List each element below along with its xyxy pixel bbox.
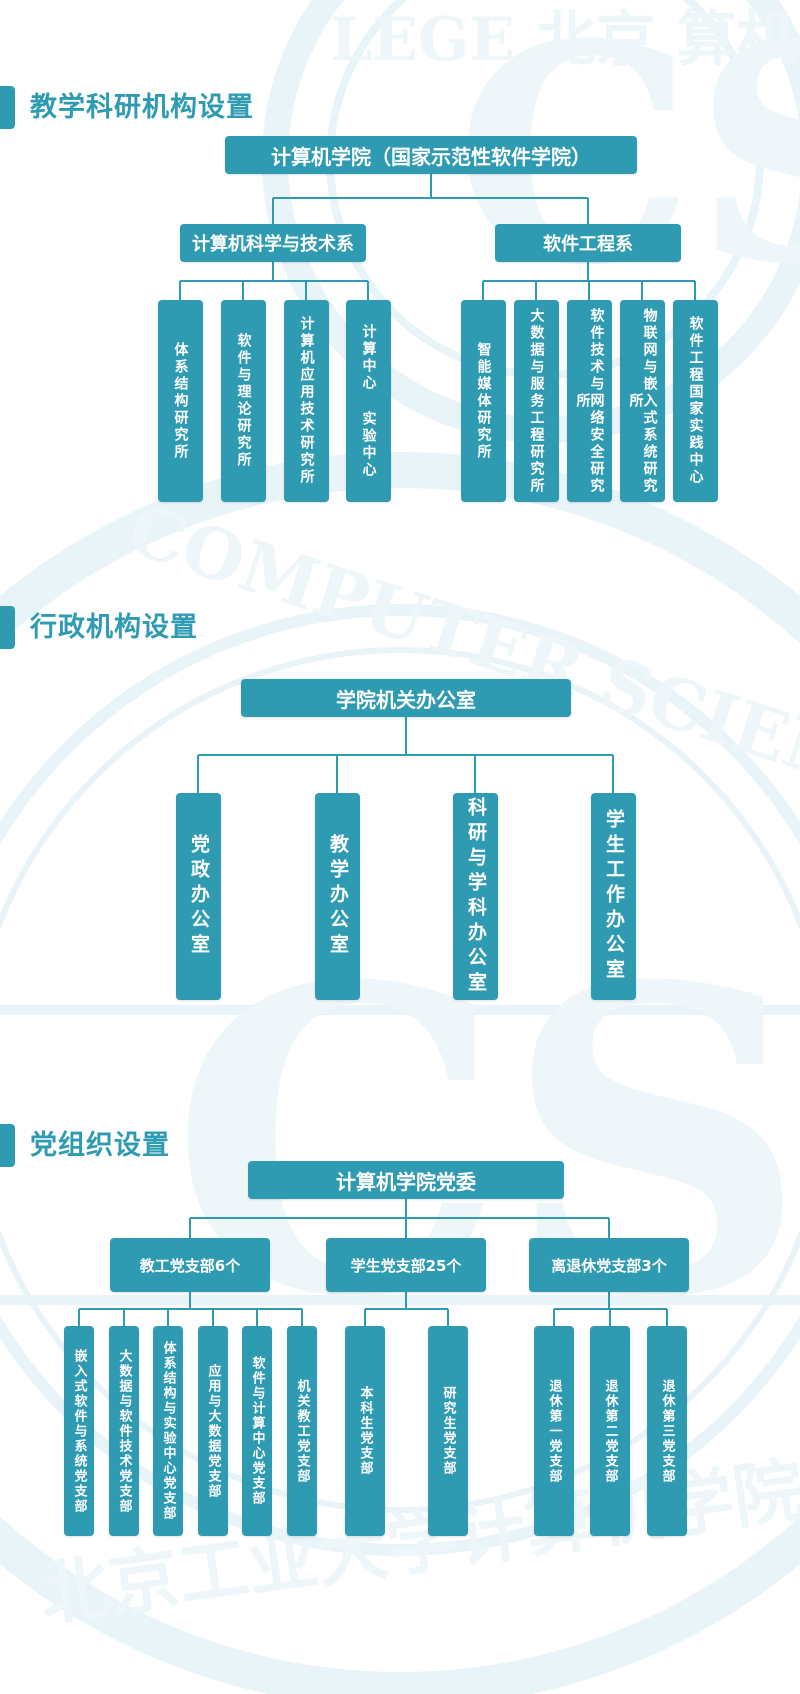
admin-root-node: 学院机关办公室 xyxy=(241,679,571,717)
unit-architecture-institute: 体系结构研究所 xyxy=(158,300,203,502)
section-title-teaching: 教学科研机构设置 xyxy=(30,92,254,123)
branch-faculty-party: 教工党支部6个 xyxy=(110,1238,270,1292)
unit-research-office: 科研与学科办公室 xyxy=(453,793,498,1000)
branch-retiree-party: 离退休党支部3个 xyxy=(529,1238,689,1292)
unit-big-data-institute: 大数据与服务工程研究所 xyxy=(514,300,559,502)
section-title-party: 党组织设置 xyxy=(30,1130,170,1161)
unit-party-admin-office: 党政办公室 xyxy=(176,793,221,1000)
unit-smart-media-institute: 智能媒体研究所 xyxy=(461,300,506,502)
party-root-node: 计算机学院党委 xyxy=(248,1161,564,1199)
section-marker xyxy=(0,606,15,649)
unit-retiree-third-party-branch: 退休第三党支部 xyxy=(647,1326,687,1536)
unit-software-theory-institute: 软件与理论研究所 xyxy=(221,300,266,502)
branch-se-dept: 软件工程系 xyxy=(495,224,681,262)
unit-application-party-branch: 应用与大数据党支部 xyxy=(198,1326,228,1536)
unit-network-security-institute: 软件技术与网络安全研究所 xyxy=(567,300,612,502)
unit-se-practice-center: 软件工程国家实践中心 xyxy=(673,300,718,502)
unit-embedded-party-branch: 嵌入式软件与系统党支部 xyxy=(64,1326,94,1536)
branch-student-party: 学生党支部25个 xyxy=(326,1238,486,1292)
unit-teaching-office: 教学办公室 xyxy=(315,793,360,1000)
section-marker xyxy=(0,86,15,129)
unit-computing-lab-center: 计算中心 实验中心 xyxy=(346,300,391,502)
unit-undergrad-party-branch: 本科生党支部 xyxy=(345,1326,385,1536)
unit-computer-application-institute: 计算机应用技术研究所 xyxy=(284,300,329,502)
unit-architecture-party-branch: 体系结构与实验中心党支部 xyxy=(153,1326,183,1536)
unit-iot-embedded-institute: 物联网与嵌入式系统研究所 xyxy=(620,300,665,502)
branch-cs-dept: 计算机科学与技术系 xyxy=(180,224,366,262)
unit-retiree-first-party-branch: 退休第一党支部 xyxy=(534,1326,574,1536)
section-title-admin: 行政机构设置 xyxy=(30,612,198,643)
unit-retiree-second-party-branch: 退休第二党支部 xyxy=(590,1326,630,1536)
watermark-top-fragments: LEGE 北京 算机 xyxy=(330,5,797,75)
teaching-root-node: 计算机学院（国家示范性软件学院） xyxy=(225,136,637,174)
unit-bigdata-party-branch: 大数据与软件技术党支部 xyxy=(109,1326,139,1536)
unit-graduate-party-branch: 研究生党支部 xyxy=(428,1326,468,1536)
unit-software-computing-party-branch: 软件与计算中心党支部 xyxy=(242,1326,272,1536)
unit-student-affairs-office: 学生工作办公室 xyxy=(591,793,636,1000)
unit-office-staff-party-branch: 机关教工党支部 xyxy=(287,1326,317,1536)
section-marker xyxy=(0,1124,15,1167)
